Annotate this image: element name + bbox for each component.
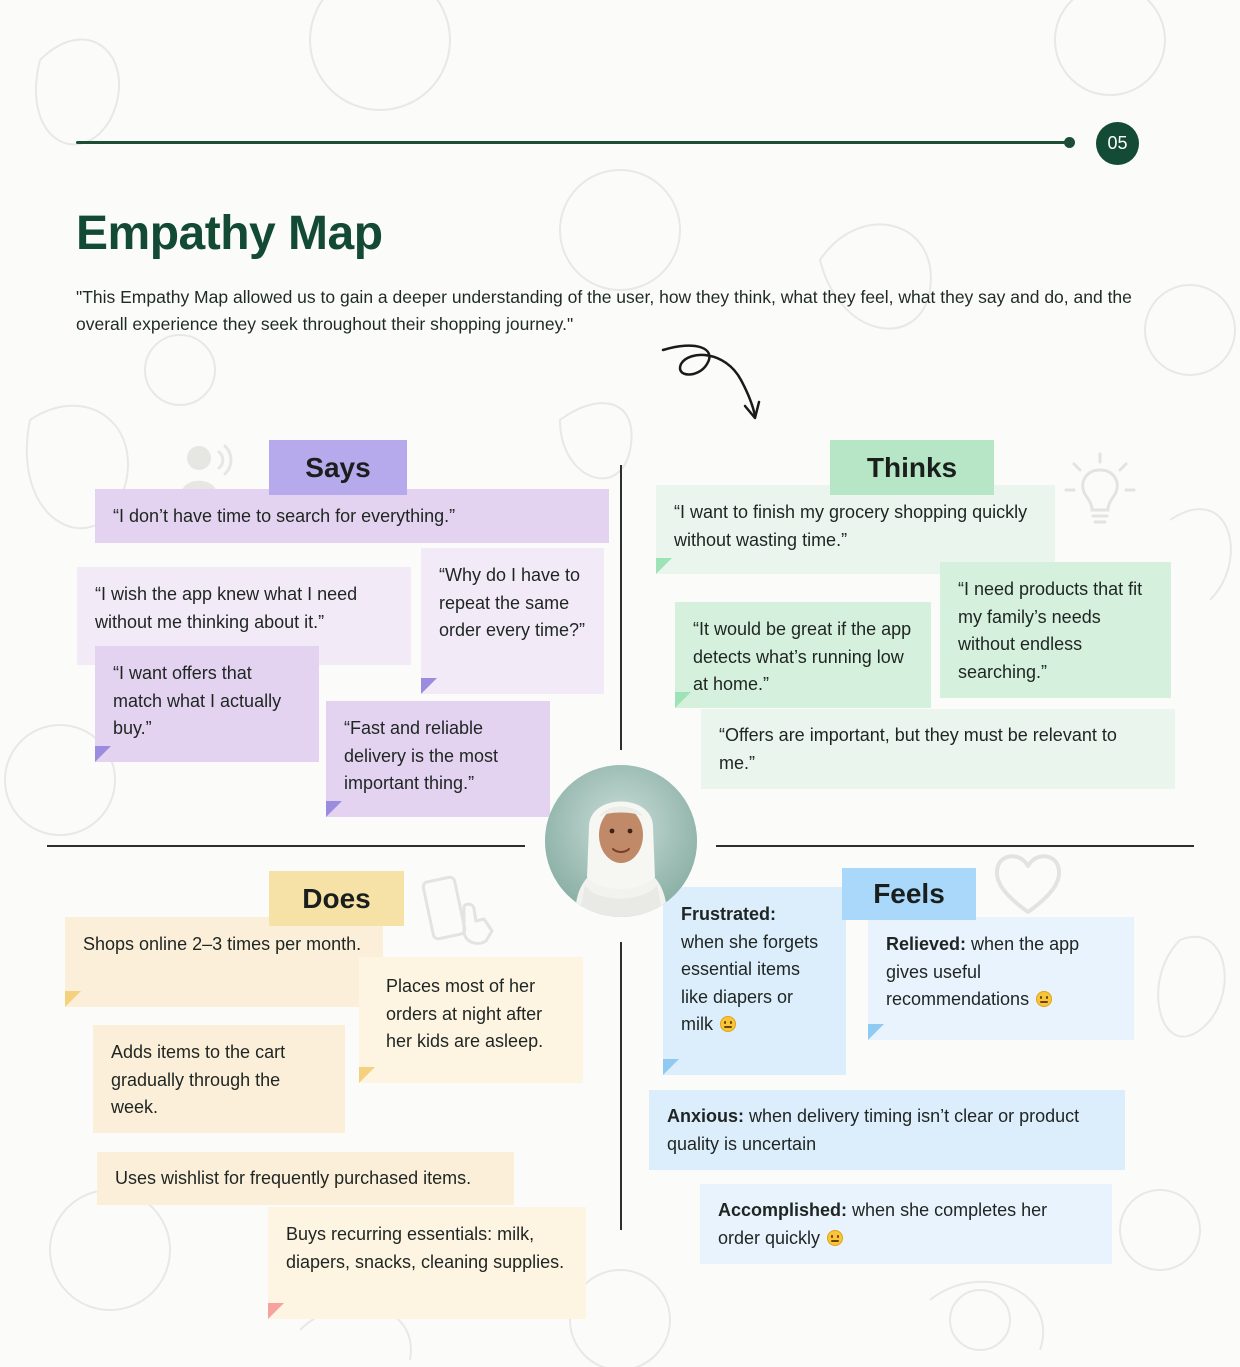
face-emoji-icon [720,1016,737,1032]
says-note-4-fold [95,746,111,762]
curly-arrow-icon [661,344,761,420]
thinks-label: Thinks [830,440,994,495]
does-note-2: Places most of her orders at night after… [359,957,583,1083]
speaking-person-icon [181,444,233,495]
does-note-2-text: Places most of her orders at night after… [386,976,544,1051]
says-label: Says [269,440,407,495]
says-note-5-text: “Fast and reliable delivery is the most … [344,718,499,793]
does-label: Does [269,871,404,926]
feels-label: Feels [842,868,976,920]
page-title: Empathy Map [76,207,383,260]
says-note-3-fold [421,678,437,694]
says-note-5: “Fast and reliable delivery is the most … [326,701,550,817]
does-note-5-text: Buys recurring essentials: milk, diapers… [286,1224,565,1272]
does-note-1-text: Shops online 2–3 times per month. [83,934,362,954]
thinks-note-2: “I need products that fit my family’s ne… [940,562,1171,698]
thinks-note-3-fold [675,692,691,708]
does-note-4-text: Uses wishlist for frequently purchased i… [115,1168,472,1188]
thinks-note-3: “It would be great if the app detects wh… [675,602,931,708]
feels-note-3: Anxious: when delivery timing isn’t clea… [649,1090,1125,1170]
says-note-1-text: “I don’t have time to search for everyth… [113,506,456,526]
feels-note-2-fold [868,1024,884,1040]
heart-icon [994,854,1062,914]
says-note-5-fold [326,801,342,817]
feels-note-3-title: Anxious: [667,1106,745,1126]
divider-right [716,845,1194,847]
divider-top [620,465,622,750]
does-note-3: Adds items to the cart gradually through… [93,1025,345,1133]
header-rule [76,141,1068,144]
user-avatar-image [545,765,697,917]
says-note-4: “I want offers that match what I actuall… [95,646,319,762]
header-rule-dot [1064,137,1075,148]
thinks-note-2-text: “I need products that fit my family’s ne… [958,579,1143,682]
says-note-3-text: “Why do I have to repeat the same order … [439,565,586,640]
user-avatar [545,765,697,917]
feels-note-1-title: Frustrated: [681,904,777,924]
feels-note-4-text: when she completes her order quickly [718,1200,1048,1248]
says-note-3: “Why do I have to repeat the same order … [421,548,604,694]
lightbulb-icon [1064,452,1136,524]
does-note-3-text: Adds items to the cart gradually through… [111,1042,286,1117]
does-note-1: Shops online 2–3 times per month. [65,917,383,1007]
does-note-1-fold [65,991,81,1007]
does-note-5: Buys recurring essentials: milk, diapers… [268,1207,586,1319]
says-note-4-text: “I want offers that match what I actuall… [113,663,282,738]
face-emoji-icon [827,1229,844,1246]
thinks-note-1-fold [656,558,672,574]
divider-left [47,845,525,847]
feels-note-3-text: when delivery timing isn’t clear or prod… [667,1106,1080,1154]
phone-tap-icon [421,875,494,945]
divider-bottom [620,942,622,1230]
thinks-note-3-text: “It would be great if the app detects wh… [693,619,912,694]
thinks-note-4: “Offers are important, but they must be … [701,709,1175,789]
feels-note-1-text: when she forgets essential items like di… [681,931,819,1035]
thinks-note-4-text: “Offers are important, but they must be … [719,725,1117,773]
face-emoji-icon [1036,991,1053,1007]
feels-note-1-fold [663,1059,679,1075]
feels-note-2-title: Relieved: [886,934,967,954]
feels-note-2-text: when the app gives useful recommendation… [886,934,1080,1009]
does-note-4: Uses wishlist for frequently purchased i… [97,1152,514,1205]
thinks-note-1: “I want to finish my grocery shopping qu… [656,485,1055,574]
page-number-badge: 05 [1096,122,1139,165]
says-note-2-text: “I wish the app knew what I need without… [95,584,358,632]
feels-note-4-title: Accomplished: [718,1200,848,1220]
thinks-note-1-text: “I want to finish my grocery shopping qu… [674,502,1028,550]
feels-note-4: Accomplished: when she completes her ord… [700,1184,1112,1264]
feels-note-2: Relieved: when the app gives useful reco… [868,917,1134,1040]
feels-note-1: Frustrated: when she forgets essential i… [663,887,846,1075]
does-note-2-fold [359,1067,375,1083]
intro-text: "This Empathy Map allowed us to gain a d… [76,287,1132,334]
says-note-1: “I don’t have time to search for everyth… [95,489,609,543]
does-note-5-fold [268,1303,284,1319]
